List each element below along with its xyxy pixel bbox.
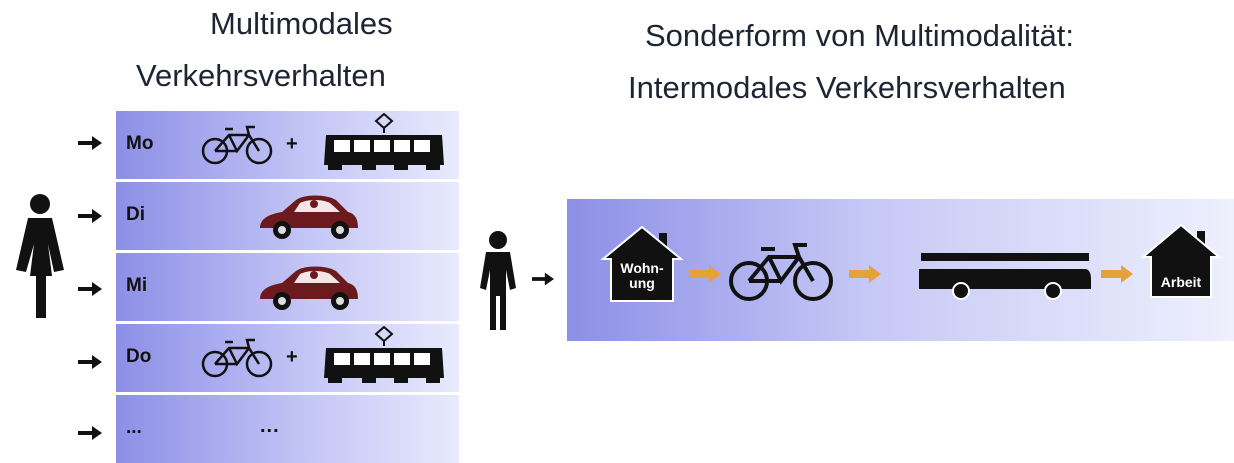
intermodal-chain: Wohn- ung Arbeit [567,199,1234,341]
right-title-line1: Sonderform von Multimodalität: [645,18,1075,53]
person-icon [480,231,516,330]
arrow-right-icon [1101,265,1133,283]
day-label: Mi [126,275,148,296]
right-title-line2: Intermodales Verkehrsverhalten [628,70,1066,105]
house-icon [600,225,684,302]
tram-icon [324,113,444,170]
bicycle-icon [201,125,273,165]
arrow-right-icon [689,265,721,283]
row-do: Do + [116,323,459,392]
arrow-right-icon [78,355,102,369]
home-label: Wohn- ung [611,261,673,291]
arrow-right-icon [849,265,881,283]
day-label: Do [126,346,152,367]
plus-sign: + [286,346,298,368]
home-label-line2: ung [629,275,655,291]
home-label-line1: Wohn- [620,260,664,276]
ellipsis: ... [260,415,280,437]
car-icon [260,266,358,310]
arrow-right-icon [78,136,102,150]
work-label: Arbeit [1160,274,1202,290]
left-title-line2: Verkehrsverhalten [136,58,386,93]
arrow-right-icon [78,426,102,440]
plus-sign: + [286,133,298,155]
day-label: Mo [126,133,154,154]
row-more: ... ... [116,394,459,463]
row-di: Di [116,181,459,250]
arrow-right-icon [78,209,102,223]
weekday-table: Mo + Di [116,110,459,463]
tram-icon [324,326,444,383]
left-title-line1: Multimodales [210,6,393,41]
row-mo: Mo + [116,110,459,179]
arrow-right-icon [78,282,102,296]
house-icon [1140,223,1222,298]
day-label: ... [126,417,142,438]
row-mi: Mi [116,252,459,321]
day-label: Di [126,204,145,225]
person-icon [16,194,64,318]
arrow-right-icon [532,272,554,286]
bicycle-icon [729,243,833,301]
bicycle-icon [201,338,273,378]
car-icon [260,195,358,239]
bus-icon [919,253,1091,300]
